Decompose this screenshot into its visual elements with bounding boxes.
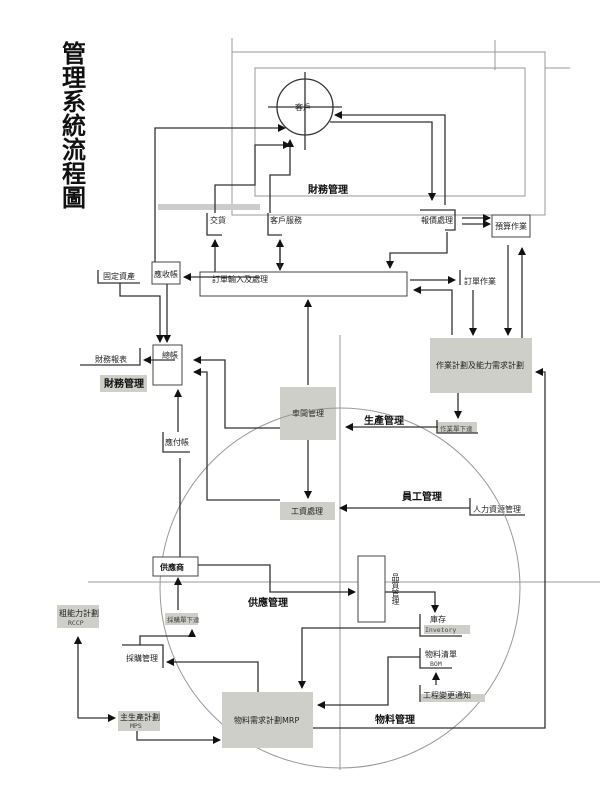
svg-text:應收帳: 應收帳: [154, 269, 178, 279]
svg-text:圖: 圖: [62, 184, 86, 212]
svg-text:預算作業: 預算作業: [495, 221, 527, 231]
payable-node: 應付帳: [162, 432, 190, 453]
svg-text:工資處理: 工資處理: [291, 506, 323, 516]
fixed-assets-node: 固定資產: [97, 270, 140, 284]
svg-text:訂單輸入及處理: 訂單輸入及處理: [212, 274, 268, 284]
connectors: [74, 111, 546, 744]
svg-text:RCCP: RCCP: [68, 619, 84, 627]
quotation-node: 報價處理: [420, 209, 456, 231]
order-entry-node: 訂單輸入及處理: [199, 271, 408, 297]
hr-mgmt-node: 人力資源管理: [469, 498, 525, 516]
supply-mgmt-label: 供應管理: [247, 596, 288, 609]
svg-text:作業計劃及能力需求計劃: 作業計劃及能力需求計劃: [436, 360, 524, 370]
finance-top-label: 財務管理: [307, 183, 348, 196]
bom-node: 物料清單 BOM: [419, 648, 457, 669]
order-ops-node: 訂單作業: [459, 270, 496, 286]
svg-text:MPS: MPS: [130, 722, 142, 730]
finance-frame: [158, 38, 570, 216]
svg-text:庫存: 庫存: [430, 614, 446, 624]
svg-text:人力資源管理: 人力資源管理: [473, 504, 521, 514]
svg-text:車間管理: 車間管理: [292, 408, 324, 418]
quality-node: 品質管理: [357, 555, 400, 623]
svg-text:物料需求計劃MRP: 物料需求計劃MRP: [234, 715, 299, 725]
delivery-node: 交貨: [206, 213, 226, 236]
svg-text:客戶服務: 客戶服務: [270, 215, 302, 225]
mrp-node: 物料需求計劃MRP: [222, 692, 313, 748]
svg-text:作業單下達: 作業單下達: [440, 424, 473, 433]
rccp-node: 粗能力計劃 RCCP: [57, 605, 99, 628]
customer-node: 客戶: [268, 72, 342, 150]
inventory-node: 庫存 Invetory: [419, 614, 470, 637]
financial-reports-node: 財務報表: [80, 348, 141, 366]
general-ledger-node: 總帳: [152, 344, 183, 386]
receivable-node: 應收帳: [151, 261, 181, 285]
svg-text:總帳: 總帳: [162, 350, 178, 360]
svg-text:財務管理: 財務管理: [103, 377, 144, 390]
svg-text:供應商: 供應商: [159, 562, 184, 572]
page-title: 管 理 系 統 流 程 圖: [62, 40, 86, 212]
svg-text:主生產計劃: 主生產計劃: [120, 712, 160, 722]
work-order-release-node: 作業單下達: [436, 420, 478, 434]
svg-text:程: 程: [62, 160, 86, 188]
svg-text:統: 統: [62, 112, 86, 140]
svg-text:應付帳: 應付帳: [165, 437, 189, 447]
svg-text:固定資產: 固定資產: [103, 271, 135, 281]
shop-floor-node: 車間管理: [280, 387, 336, 440]
svg-text:理: 理: [62, 64, 86, 92]
supplier-node: 供應商: [152, 556, 199, 577]
svg-text:採購管理: 採購管理: [126, 653, 158, 663]
customer-service-node: 客戶服務: [267, 213, 302, 236]
svg-text:客戶: 客戶: [295, 102, 311, 112]
svg-text:物料清單: 物料清單: [425, 649, 457, 659]
po-release-node: 採購單下達: [165, 613, 200, 625]
finance-left-node: 財務管理: [100, 375, 147, 392]
svg-text:訂單作業: 訂單作業: [464, 276, 496, 286]
staff-mgmt-label: 員工管理: [401, 490, 442, 503]
svg-text:報價處理: 報價處理: [421, 215, 453, 225]
material-mgmt-label: 物料管理: [375, 713, 415, 726]
svg-text:流: 流: [62, 136, 86, 164]
svg-text:採購單下達: 採購單下達: [167, 615, 200, 624]
mps-node: 主生產計劃 MPS: [118, 711, 160, 731]
svg-text:工程變更通知: 工程變更通知: [423, 690, 471, 700]
svg-text:財務報表: 財務報表: [95, 354, 127, 364]
svg-text:管: 管: [62, 40, 86, 68]
svg-text:交貨: 交貨: [210, 215, 226, 225]
purchasing-node: 採購管理: [122, 644, 164, 668]
production-mgmt-label: 生產管理: [364, 414, 404, 427]
ops-planning-node: 作業計劃及能力需求計劃: [430, 338, 532, 393]
payroll-node: 工資處理: [280, 502, 335, 520]
ecn-node: 工程變更通知: [419, 685, 485, 702]
svg-text:Invetory: Invetory: [425, 626, 456, 634]
svg-text:BOM: BOM: [430, 660, 442, 668]
svg-text:粗能力計劃: 粗能力計劃: [59, 608, 99, 618]
svg-text:系: 系: [62, 88, 86, 116]
budget-node: 預算作業: [491, 214, 531, 238]
